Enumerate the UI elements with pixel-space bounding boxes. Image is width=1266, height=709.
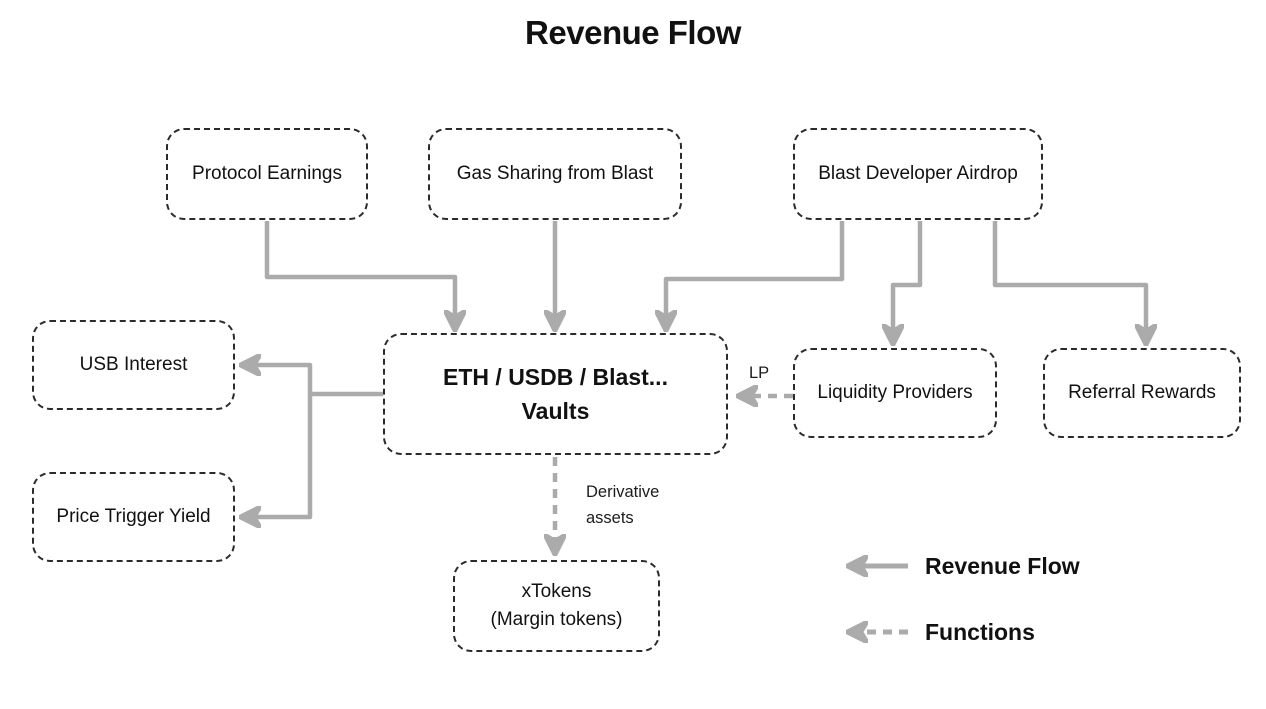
node-xtokens: xTokens (Margin tokens) (453, 560, 660, 652)
page-title: Revenue Flow (525, 14, 741, 51)
edge-blast-airdrop-to-referral-rewards (992, 221, 1146, 345)
node-gas-sharing-from-blast: Gas Sharing from Blast (428, 128, 682, 220)
edge-vaults-to-price-trigger-yield (240, 394, 313, 517)
node-blast-developer-airdrop: Blast Developer Airdrop (793, 128, 1043, 220)
edge-blast-airdrop-to-vaults (666, 221, 845, 331)
edge-label-lp: LP (749, 364, 770, 382)
edge-protocol-earnings-to-vaults (264, 221, 455, 331)
legend-label-functions: Functions (925, 619, 1035, 645)
node-price-trigger-yield: Price Trigger Yield (32, 472, 235, 562)
node-vaults: ETH / USDB / Blast... Vaults (383, 333, 728, 455)
node-usb-interest: USB Interest (32, 320, 235, 410)
node-referral-rewards: Referral Rewards (1043, 348, 1241, 438)
edge-label-derivative-assets: Derivative assets (586, 483, 660, 527)
edge-blast-airdrop-to-liquidity-providers (893, 221, 923, 345)
edge-vaults-to-usb-interest (240, 365, 383, 397)
node-liquidity-providers: Liquidity Providers (793, 348, 997, 438)
legend-label-revenue-flow: Revenue Flow (925, 553, 1080, 579)
node-protocol-earnings: Protocol Earnings (166, 128, 368, 220)
